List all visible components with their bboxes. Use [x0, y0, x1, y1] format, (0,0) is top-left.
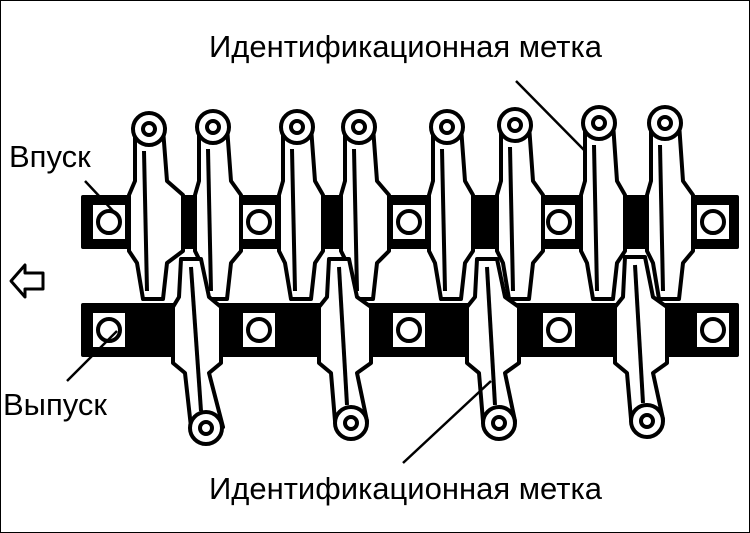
exhaust-rocker-arms [171, 255, 669, 446]
leader-lines [66, 80, 586, 464]
intake-rocker-arm [339, 109, 391, 301]
exhaust-rocker-arm [465, 257, 521, 441]
leader-line-id-bottom [402, 380, 492, 464]
id-mark-label-top: Идентификационная метка [209, 29, 602, 64]
exhaust-rocker-arm [613, 255, 669, 439]
intake-rocker-arm [127, 111, 185, 301]
intake-rocker-arm [579, 105, 627, 301]
intake-rocker-arm [427, 109, 475, 301]
exhaust-label: Выпуск [3, 387, 107, 422]
intake-rocker-arm [193, 109, 243, 301]
intake-rocker-arms [127, 105, 695, 301]
leader-line-exhaust [66, 330, 118, 382]
intake-rocker-shaft [81, 195, 739, 249]
exhaust-rocker-arm [317, 257, 373, 441]
id-mark-label-bottom: Идентификационная метка [209, 471, 602, 506]
front-direction-arrow-icon [9, 263, 45, 299]
intake-rocker-arm [495, 107, 545, 301]
intake-rocker-arm [645, 105, 695, 301]
intake-rocker-arm [277, 109, 325, 301]
leader-line-id-top [515, 80, 586, 152]
exhaust-rocker-arm [171, 257, 225, 446]
intake-label: Впуск [9, 139, 91, 174]
leader-line-intake [84, 180, 116, 214]
